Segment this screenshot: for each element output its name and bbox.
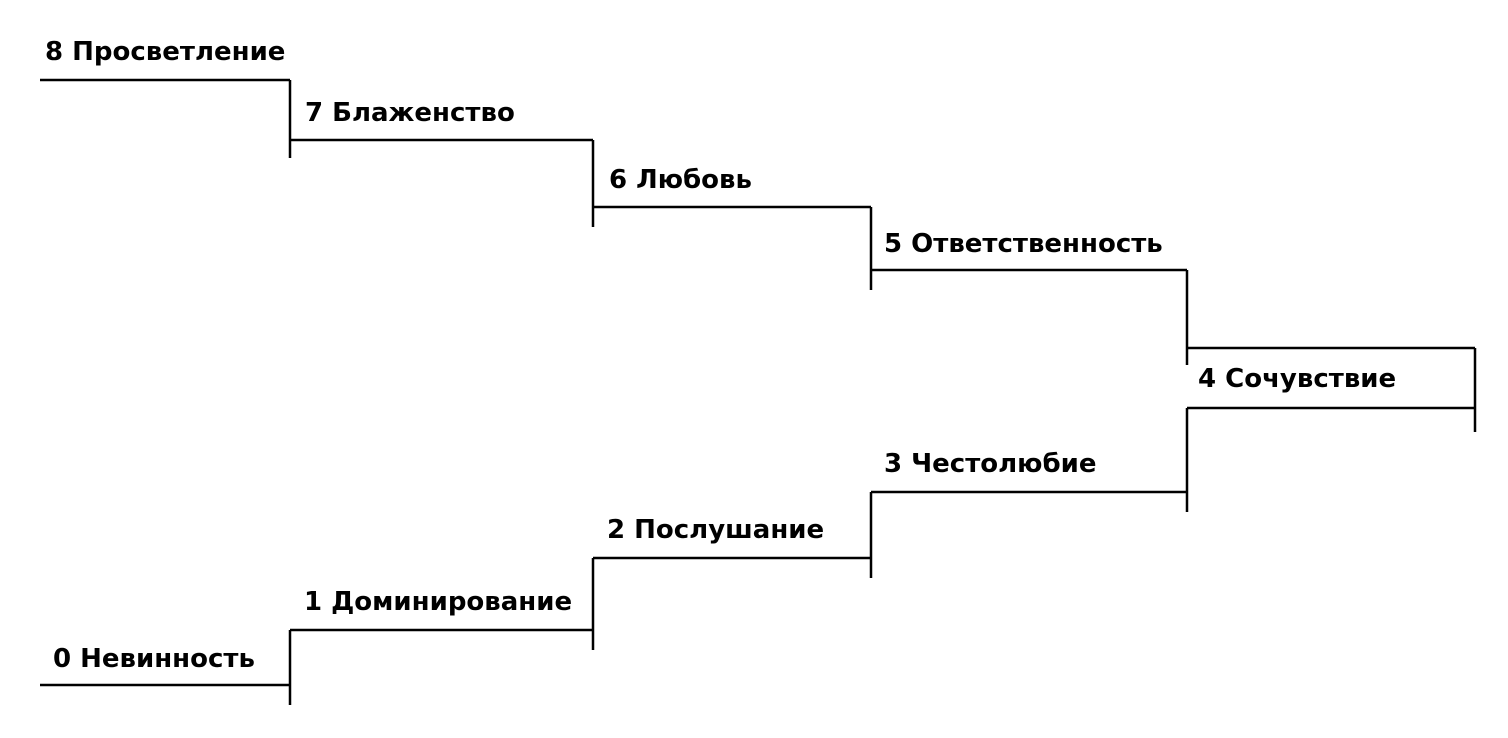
level-label-7: 7 Блаженство	[305, 98, 515, 128]
level-label-4: 4 Сочувствие	[1198, 364, 1396, 394]
stair-lines	[40, 78, 1477, 705]
level-label-5: 5 Ответственность	[884, 229, 1163, 259]
level-label-1: 1 Доминирование	[304, 587, 572, 617]
level-label-6: 6 Любовь	[609, 165, 752, 195]
level-label-2: 2 Послушание	[607, 515, 824, 545]
level-label-3: 3 Честолюбие	[884, 449, 1096, 479]
stair-labels: 8 Просветление 7 Блаженство 6 Любовь 5 О…	[45, 37, 1396, 674]
level-label-0: 0 Невинность	[53, 644, 255, 674]
level-label-8: 8 Просветление	[45, 37, 285, 67]
